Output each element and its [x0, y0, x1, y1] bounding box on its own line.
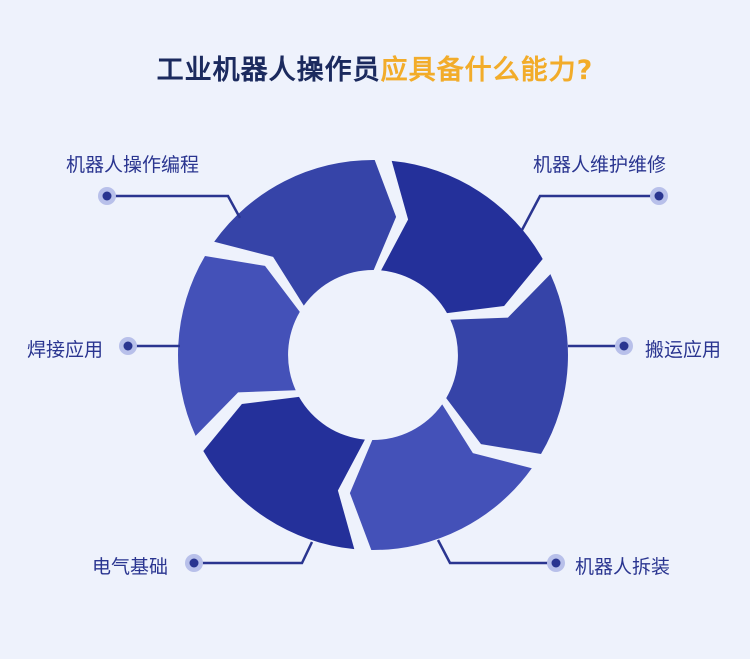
label-robot-assembly: 机器人拆装 [575, 556, 671, 578]
connector-top-right [520, 194, 659, 231]
dot-marker [189, 558, 199, 568]
segment-maintenance [381, 160, 543, 314]
label-welding: 焊接应用 [27, 339, 104, 361]
dot-marker [654, 191, 664, 201]
label-electrical-basics: 电气基础 [92, 556, 169, 578]
label-robot-programming: 机器人操作编程 [66, 154, 200, 176]
title-main: 工业机器人操作员 [156, 55, 381, 86]
segment-programming [214, 159, 397, 306]
label-handling: 搬运应用 [645, 339, 722, 361]
title-highlight: 应具备什么能力? [380, 55, 594, 86]
segment-assembly [349, 404, 532, 551]
segment-handling [446, 274, 568, 454]
page-title: 工业机器人操作员应具备什么能力? [0, 48, 750, 87]
segment-welding [178, 256, 300, 436]
label-robot-maintenance: 机器人维护维修 [533, 154, 667, 176]
connector-lines [107, 194, 659, 565]
connector-top-left [107, 194, 242, 219]
connector-bottom-left [194, 541, 314, 565]
dot-marker [619, 341, 629, 351]
dot-marker [123, 341, 133, 351]
dot-marker [102, 191, 112, 201]
connector-bottom-right [436, 539, 556, 565]
dot-marker [551, 558, 561, 568]
segment-electrical [203, 396, 365, 550]
